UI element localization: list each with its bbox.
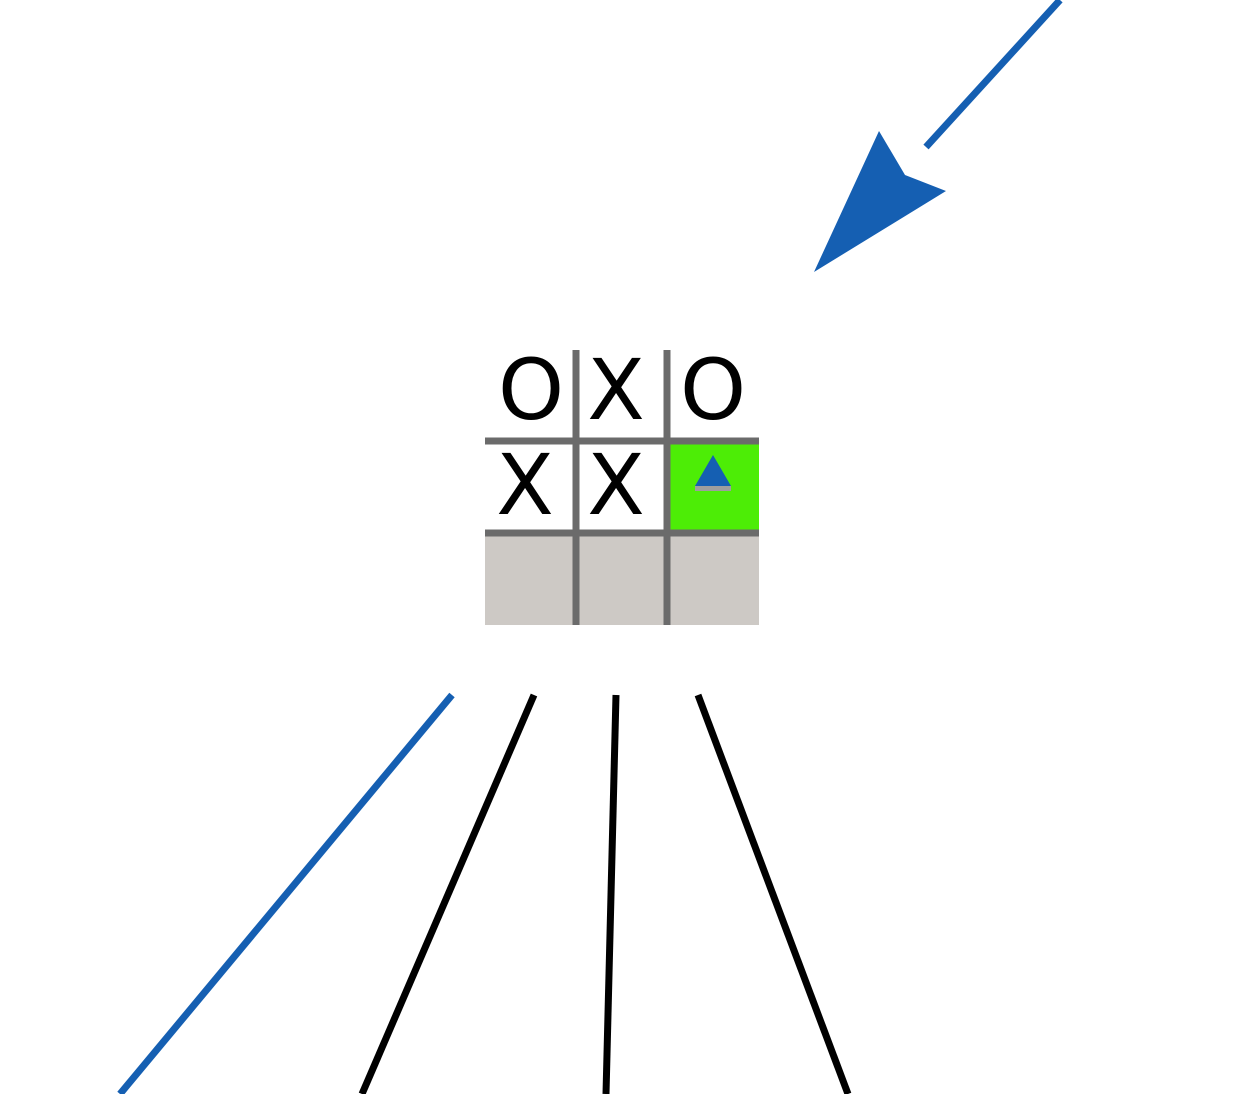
outgoing-edge-2 xyxy=(358,693,538,1094)
cell-r0-c1: X xyxy=(587,341,645,439)
incoming-edge-line xyxy=(923,0,1063,150)
outgoing-edge-3 xyxy=(602,694,620,1094)
empty-row-background xyxy=(485,533,759,625)
arrowhead-icon xyxy=(814,131,946,272)
marker-bar xyxy=(695,486,731,491)
marker-triangle xyxy=(695,455,731,486)
board-node: O X O X X xyxy=(485,341,759,625)
board-grid xyxy=(485,350,759,625)
cell-r1-c0: X xyxy=(496,436,554,534)
cell-r1-c1: X xyxy=(587,436,645,534)
outgoing-edge-4 xyxy=(694,693,852,1094)
outgoing-edges xyxy=(117,692,852,1094)
blue-triangle-marker-icon xyxy=(695,455,731,491)
outgoing-edge-1 xyxy=(117,692,455,1094)
cell-r0-c0: O xyxy=(498,341,564,439)
cell-r0-c2: O xyxy=(680,341,746,439)
incoming-edge xyxy=(814,0,1063,272)
